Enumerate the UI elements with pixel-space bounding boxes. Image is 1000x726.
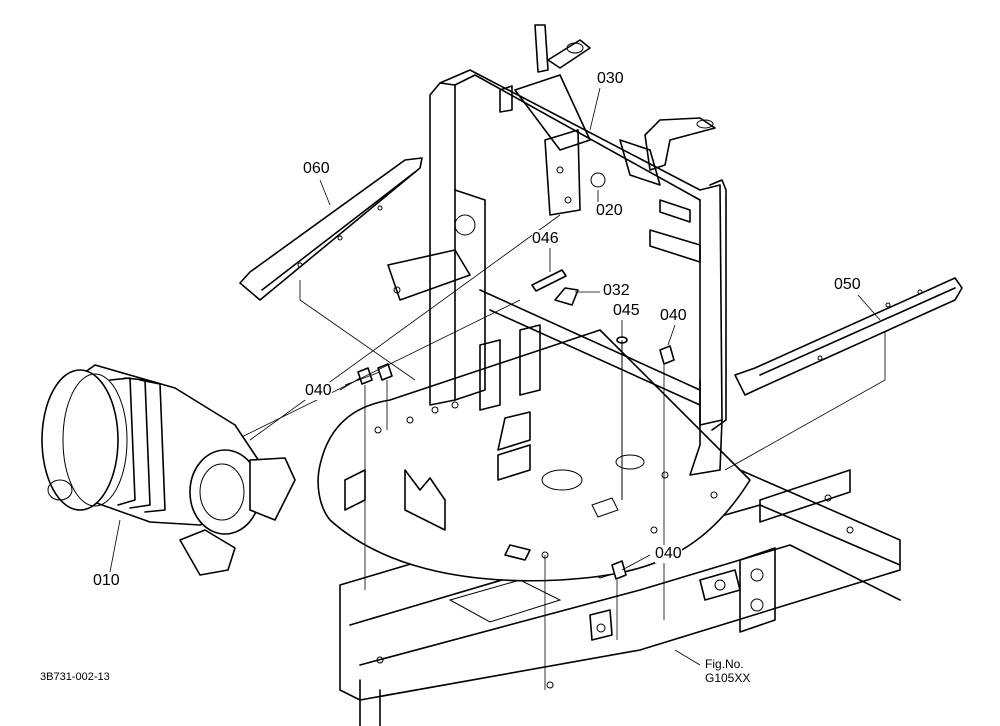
callout-030: 030: [597, 70, 624, 88]
callout-050: 050: [834, 276, 861, 294]
callout-060: 060: [303, 160, 330, 178]
fig-number: G105XX: [705, 671, 751, 685]
drawing-code: 3B731-002-13: [40, 671, 110, 683]
callout-045: 045: [613, 302, 640, 320]
armrest-060: [239, 157, 423, 301]
air-cleaner-010: [41, 364, 296, 576]
callout-010: 010: [93, 572, 120, 590]
fig-label: Fig.No.: [705, 657, 744, 671]
chassis-frame: [339, 469, 901, 726]
assembly-lines: [204, 214, 886, 690]
callout-046: 046: [532, 230, 559, 248]
leader-lines: [109, 87, 881, 666]
callout-040-left: 040: [305, 382, 332, 400]
callout-040-upper: 040: [660, 307, 687, 325]
callout-020: 020: [596, 202, 623, 220]
callout-040-lower: 040: [655, 545, 682, 563]
armrest-050: [734, 277, 963, 396]
seat-frame: [387, 24, 727, 476]
callout-032: 032: [603, 282, 630, 300]
small-parts: [531, 269, 579, 306]
